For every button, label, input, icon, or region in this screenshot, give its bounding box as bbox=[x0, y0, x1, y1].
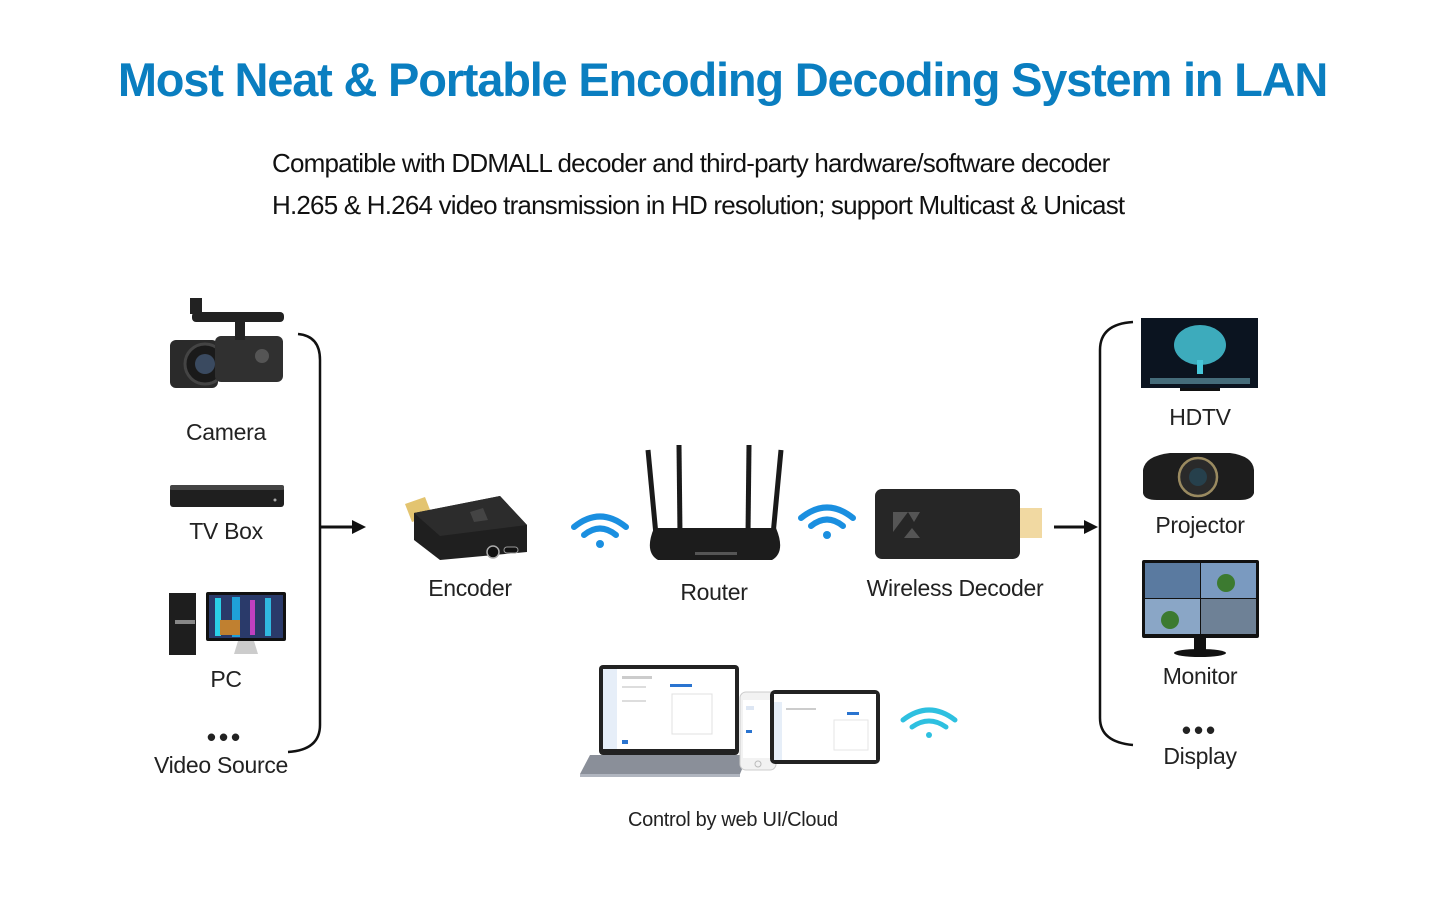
source-bracket bbox=[287, 332, 322, 754]
page-title: Most Neat & Portable Encoding Decoding S… bbox=[117, 53, 1329, 106]
display-bracket bbox=[1098, 320, 1134, 747]
hdtv-icon bbox=[1141, 318, 1258, 391]
subtitle-line-2: H.265 & H.264 video transmission in HD r… bbox=[272, 190, 1125, 220]
video-source-label: Video Source bbox=[153, 752, 289, 778]
tablet-icon bbox=[770, 690, 880, 764]
projector-icon bbox=[1143, 453, 1254, 500]
wifi-icon-encoder bbox=[571, 513, 629, 548]
wifi-icon-decoder bbox=[798, 504, 856, 539]
camcorder-icon bbox=[170, 298, 284, 388]
tv-box-icon bbox=[170, 485, 284, 507]
phone-icon bbox=[739, 691, 777, 771]
subtitle-line-1: Compatible with DDMALL decoder and third… bbox=[272, 148, 1110, 178]
hdmi-decoder-icon bbox=[875, 489, 1042, 559]
display-group-label: Display bbox=[1163, 743, 1237, 769]
hdmi-encoder-icon bbox=[405, 496, 527, 560]
laptop-icon bbox=[580, 665, 748, 777]
decoder-arrow-head bbox=[1084, 520, 1098, 534]
wifi-router-icon bbox=[645, 444, 784, 560]
source-arrow-head bbox=[352, 520, 366, 534]
decoder-label: Wireless Decoder bbox=[866, 575, 1044, 601]
monitor-icon bbox=[1142, 560, 1259, 657]
display-label-projector: Projector bbox=[1155, 512, 1245, 538]
encoder-label: Encoder bbox=[428, 575, 512, 601]
wifi-icon-control bbox=[900, 707, 958, 738]
source-label-pc: PC bbox=[210, 666, 242, 692]
display-label-monitor: Monitor bbox=[1162, 663, 1238, 689]
source-more-dots: ••• bbox=[206, 722, 244, 752]
router-label: Router bbox=[680, 579, 748, 605]
source-label-camera: Camera bbox=[185, 419, 266, 445]
display-label-hdtv: HDTV bbox=[1169, 404, 1231, 430]
desktop-pc-icon bbox=[169, 592, 286, 655]
display-more-dots: ••• bbox=[1181, 715, 1219, 745]
source-label-tv-box: TV Box bbox=[189, 518, 263, 544]
control-caption: Control by web UI/Cloud bbox=[628, 809, 838, 831]
